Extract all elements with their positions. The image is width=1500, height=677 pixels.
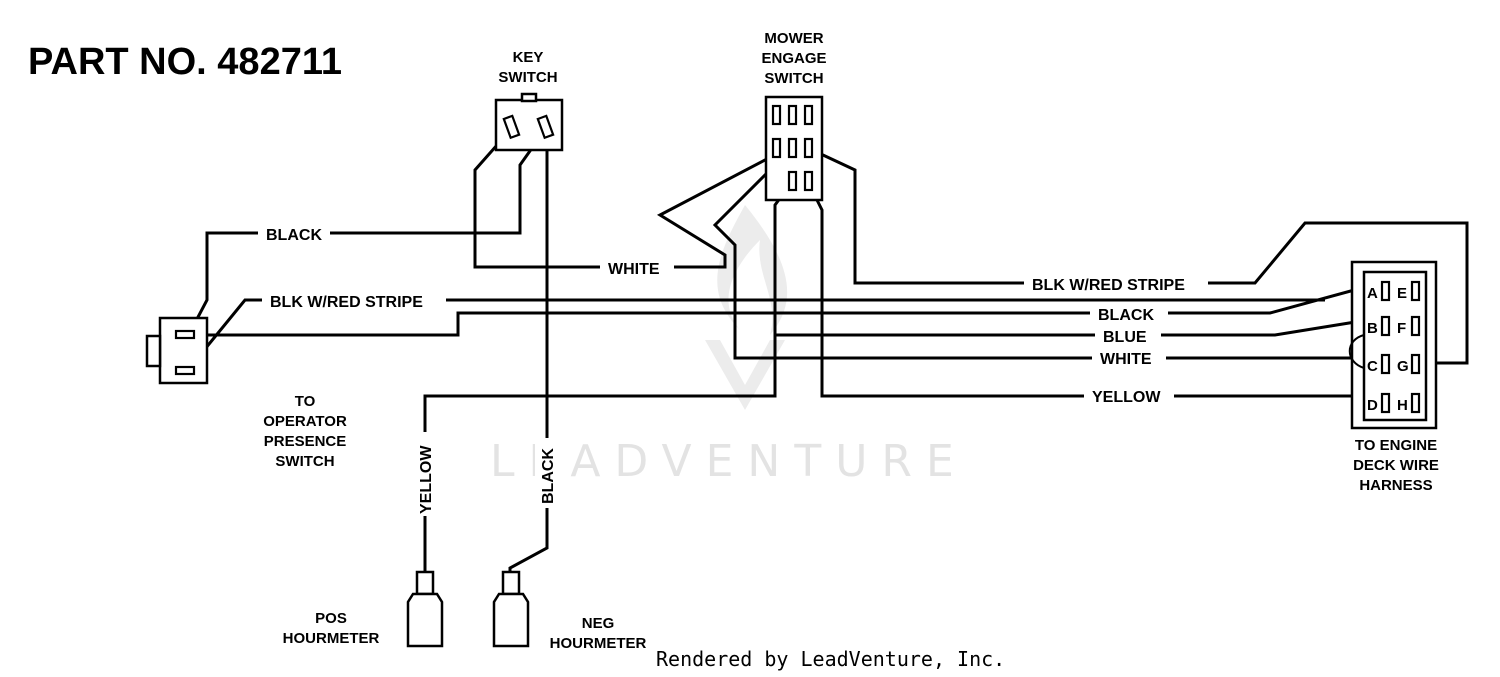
harness-pin-e: E (1397, 285, 1407, 302)
harness-pin-g: G (1397, 358, 1409, 375)
label-white-key: WHITE (608, 261, 660, 278)
harness-label-2: DECK WIRE (1353, 457, 1439, 474)
harness-pin-a: A (1367, 285, 1378, 302)
wires (185, 126, 1469, 575)
label-blk-red-right: BLK W/RED STRIPE (1032, 277, 1185, 294)
wire-blk-red-right (807, 146, 1469, 365)
harness-label-3: HARNESS (1359, 477, 1432, 494)
label-blk-red-left: BLK W/RED STRIPE (270, 294, 423, 311)
part-number-title: PART NO. 482711 (28, 41, 342, 83)
key-switch: KEY SWITCH (494, 49, 564, 152)
harness-pin-f: F (1397, 320, 1406, 337)
harness-pin-c: C (1367, 358, 1378, 375)
harness-pin-d: D (1367, 397, 1378, 414)
operator-presence-label-2: OPERATOR (263, 413, 347, 430)
harness-pin-h: H (1397, 397, 1408, 414)
wire-black-key (185, 126, 549, 339)
credit-text: Rendered by LeadVenture, Inc. (656, 647, 1005, 671)
mower-engage-label-2: ENGAGE (761, 50, 826, 67)
operator-presence-label-3: PRESENCE (264, 433, 347, 450)
wire-white-key (473, 126, 789, 269)
wire-black-harness (205, 281, 1381, 337)
label-black-vertical: BLACK (540, 448, 557, 504)
label-white-harness: WHITE (1100, 351, 1152, 368)
operator-presence-label-1: TO (295, 393, 316, 410)
harness-label-1: TO ENGINE (1355, 437, 1437, 454)
pos-hourmeter-terminal: POS HOURMETER (283, 570, 444, 648)
key-switch-label-2: SWITCH (498, 69, 557, 86)
neg-hourmeter-terminal: NEG HOURMETER (492, 570, 647, 652)
mower-engage-label-1: MOWER (764, 30, 823, 47)
engine-deck-harness-connector: A B C D E F G H TO ENGINE DECK WIRE HARN… (1348, 260, 1439, 494)
wire-labels: BLACK BLK W/RED STRIPE WHITE BLK W/RED S… (258, 222, 1208, 516)
wire-white-harness (712, 146, 1380, 360)
label-black-key: BLACK (266, 227, 322, 244)
mower-engage-switch: MOWER ENGAGE SWITCH (761, 30, 827, 202)
operator-presence-label-4: SWITCH (275, 453, 334, 470)
wire-blue-harness (775, 316, 1381, 337)
pos-hourmeter-label-2: HOURMETER (283, 630, 380, 647)
key-switch-label-1: KEY (513, 49, 544, 66)
mower-engage-label-3: SWITCH (764, 70, 823, 87)
label-yellow-vertical: YELLOW (418, 445, 435, 514)
watermark-text: LEADVENTURE (490, 436, 968, 487)
neg-hourmeter-label-2: HOURMETER (550, 635, 647, 652)
label-blue-harness: BLUE (1103, 329, 1147, 346)
pos-hourmeter-label-1: POS (315, 610, 347, 627)
label-yellow-harness: YELLOW (1092, 389, 1161, 406)
label-black-harness: BLACK (1098, 307, 1154, 324)
harness-pin-b: B (1367, 320, 1378, 337)
neg-hourmeter-label-1: NEG (582, 615, 615, 632)
operator-presence-switch: TO OPERATOR PRESENCE SWITCH (145, 316, 347, 470)
watermark: LEADVENTURE (490, 205, 968, 487)
